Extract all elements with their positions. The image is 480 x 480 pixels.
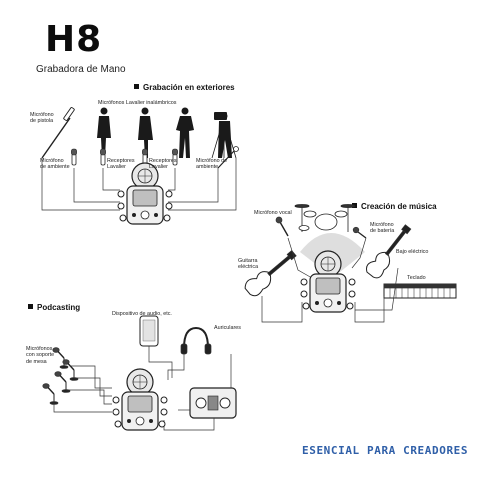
recorder-icon [112,368,168,431]
label-shotgun-mic: Micrófono de pistola [30,112,54,125]
podcasting-diagram [42,315,237,431]
label-drum-mic: Micrófono de batería [370,222,395,235]
label-ambient-mic-right: Micrófono de ambiente [196,158,228,171]
bullet-icon [28,304,33,309]
outdoor-diagram [41,107,239,211]
section-title-podcasting-text: Podcasting [37,303,81,312]
label-receivers-left: Receptores Lavalier [107,158,135,171]
product-title: H8 [45,19,103,60]
product-subtitle: Grabadora de Mano [36,64,126,75]
recorder-icon [117,162,173,225]
tagline: ESENCIAL PARA CREADORES [302,444,469,457]
section-title-music-text: Creación de música [361,202,437,211]
section-title-podcasting: Podcasting [28,303,80,312]
label-electric-bass: Bajo eléctrico [396,249,429,255]
label-electric-guitar: Guitarra eléctrica [238,258,259,271]
bullet-icon [134,84,139,89]
label-keyboard: Teclado [407,275,426,281]
label-ambient-mic-left: Micrófono de ambiente [40,158,70,171]
label-headphones: Auriculares [214,325,241,331]
label-vocal-mic: Micrófono vocal [254,210,292,216]
label-audio-device: Dispositivo de audio, etc. [112,311,172,317]
section-title-outdoor-text: Grabación en exteriores [143,83,235,92]
section-title-outdoor: Grabación en exteriores [134,83,235,92]
label-lavalier-mics: Micrófonos Lavalier inalámbricos [98,100,177,106]
label-desk-mics: Micrófonos con soporte de mesa [26,346,55,365]
label-receivers-right: Receptores Lavalier [149,158,177,171]
